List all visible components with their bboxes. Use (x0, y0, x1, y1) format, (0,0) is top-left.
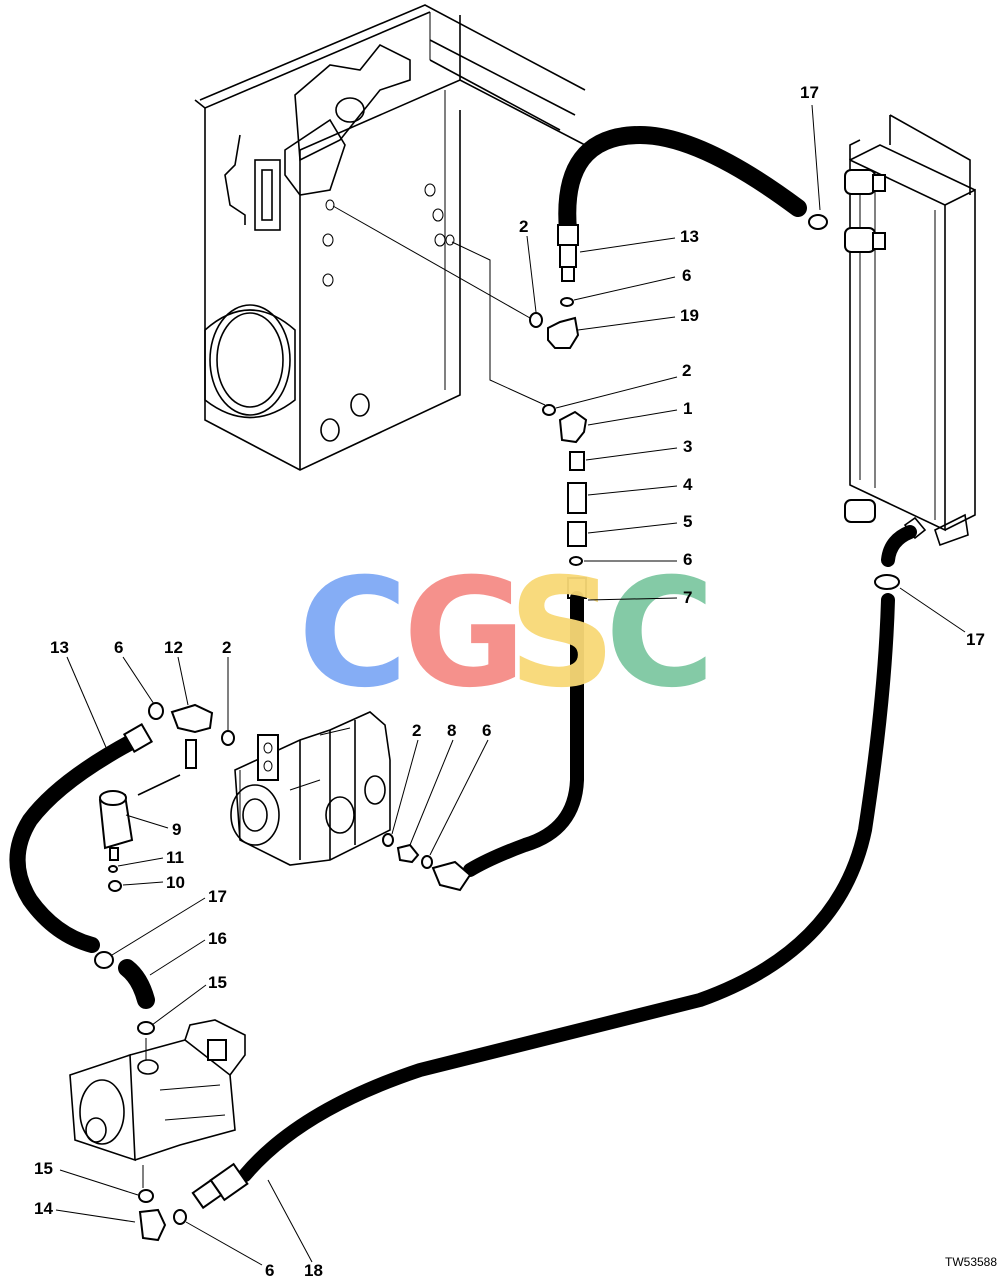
hose-clamp-17 (808, 214, 828, 230)
callout-3: 3 (683, 437, 692, 456)
callout-9: 9 (172, 820, 181, 839)
hose-clamp-17 (94, 951, 114, 969)
oil-cooler (844, 114, 976, 547)
callout-6: 6 (265, 1261, 274, 1277)
figure-id: TW53588 (945, 1255, 997, 1269)
callout-17: 17 (800, 83, 819, 102)
callout-2: 2 (519, 217, 528, 236)
callout-15: 15 (34, 1159, 53, 1178)
callout-2: 2 (412, 721, 421, 740)
callout-10: 10 (166, 873, 185, 892)
callout-1: 1 (683, 399, 692, 418)
leader-line (332, 205, 531, 319)
callout-12: 12 (164, 638, 183, 657)
elbow-12-group (98, 702, 235, 892)
watermark-letter: G (403, 547, 526, 721)
callout-19: 19 (680, 306, 699, 325)
hose-clamp-17 (874, 574, 900, 590)
elbow-14 (138, 1208, 167, 1242)
callout-18: 18 (304, 1261, 323, 1277)
hydraulic-motor (69, 1019, 246, 1162)
callout-4: 4 (683, 475, 693, 494)
callout-15: 15 (208, 973, 227, 992)
callout-17: 17 (208, 887, 227, 906)
hose-13-upper (557, 126, 807, 282)
callout-6: 6 (482, 721, 491, 740)
callout-2: 2 (682, 361, 691, 380)
callout-2: 2 (222, 638, 231, 657)
callout-5: 5 (683, 512, 692, 531)
hose-18 (238, 593, 895, 1182)
hose-7-elbow (431, 860, 472, 892)
watermark: C G S C (298, 547, 715, 721)
housing-frame (194, 4, 586, 471)
hose-7 (463, 591, 584, 877)
callout-14: 14 (34, 1199, 53, 1218)
hose-13-left (9, 732, 143, 953)
callout-8: 8 (447, 721, 456, 740)
callout-11: 11 (166, 848, 184, 867)
callout-6: 6 (114, 638, 123, 657)
callout-13: 13 (50, 638, 69, 657)
leader-line (451, 241, 546, 406)
watermark-letter: S (508, 547, 616, 721)
callout-7: 7 (683, 588, 692, 607)
callout-17: 17 (966, 630, 985, 649)
callout-leaders (55, 104, 966, 1266)
callout-6: 6 (683, 550, 692, 569)
hydraulic-pump (230, 711, 391, 866)
watermark-letter: C (298, 547, 408, 721)
callout-6: 6 (682, 266, 691, 285)
callout-labels: 17 13 2 6 19 2 1 3 4 5 6 7 17 13 6 12 2 … (34, 83, 985, 1280)
watermark-letter: C (605, 547, 715, 721)
callout-16: 16 (208, 929, 227, 948)
callout-13: 13 (680, 227, 699, 246)
